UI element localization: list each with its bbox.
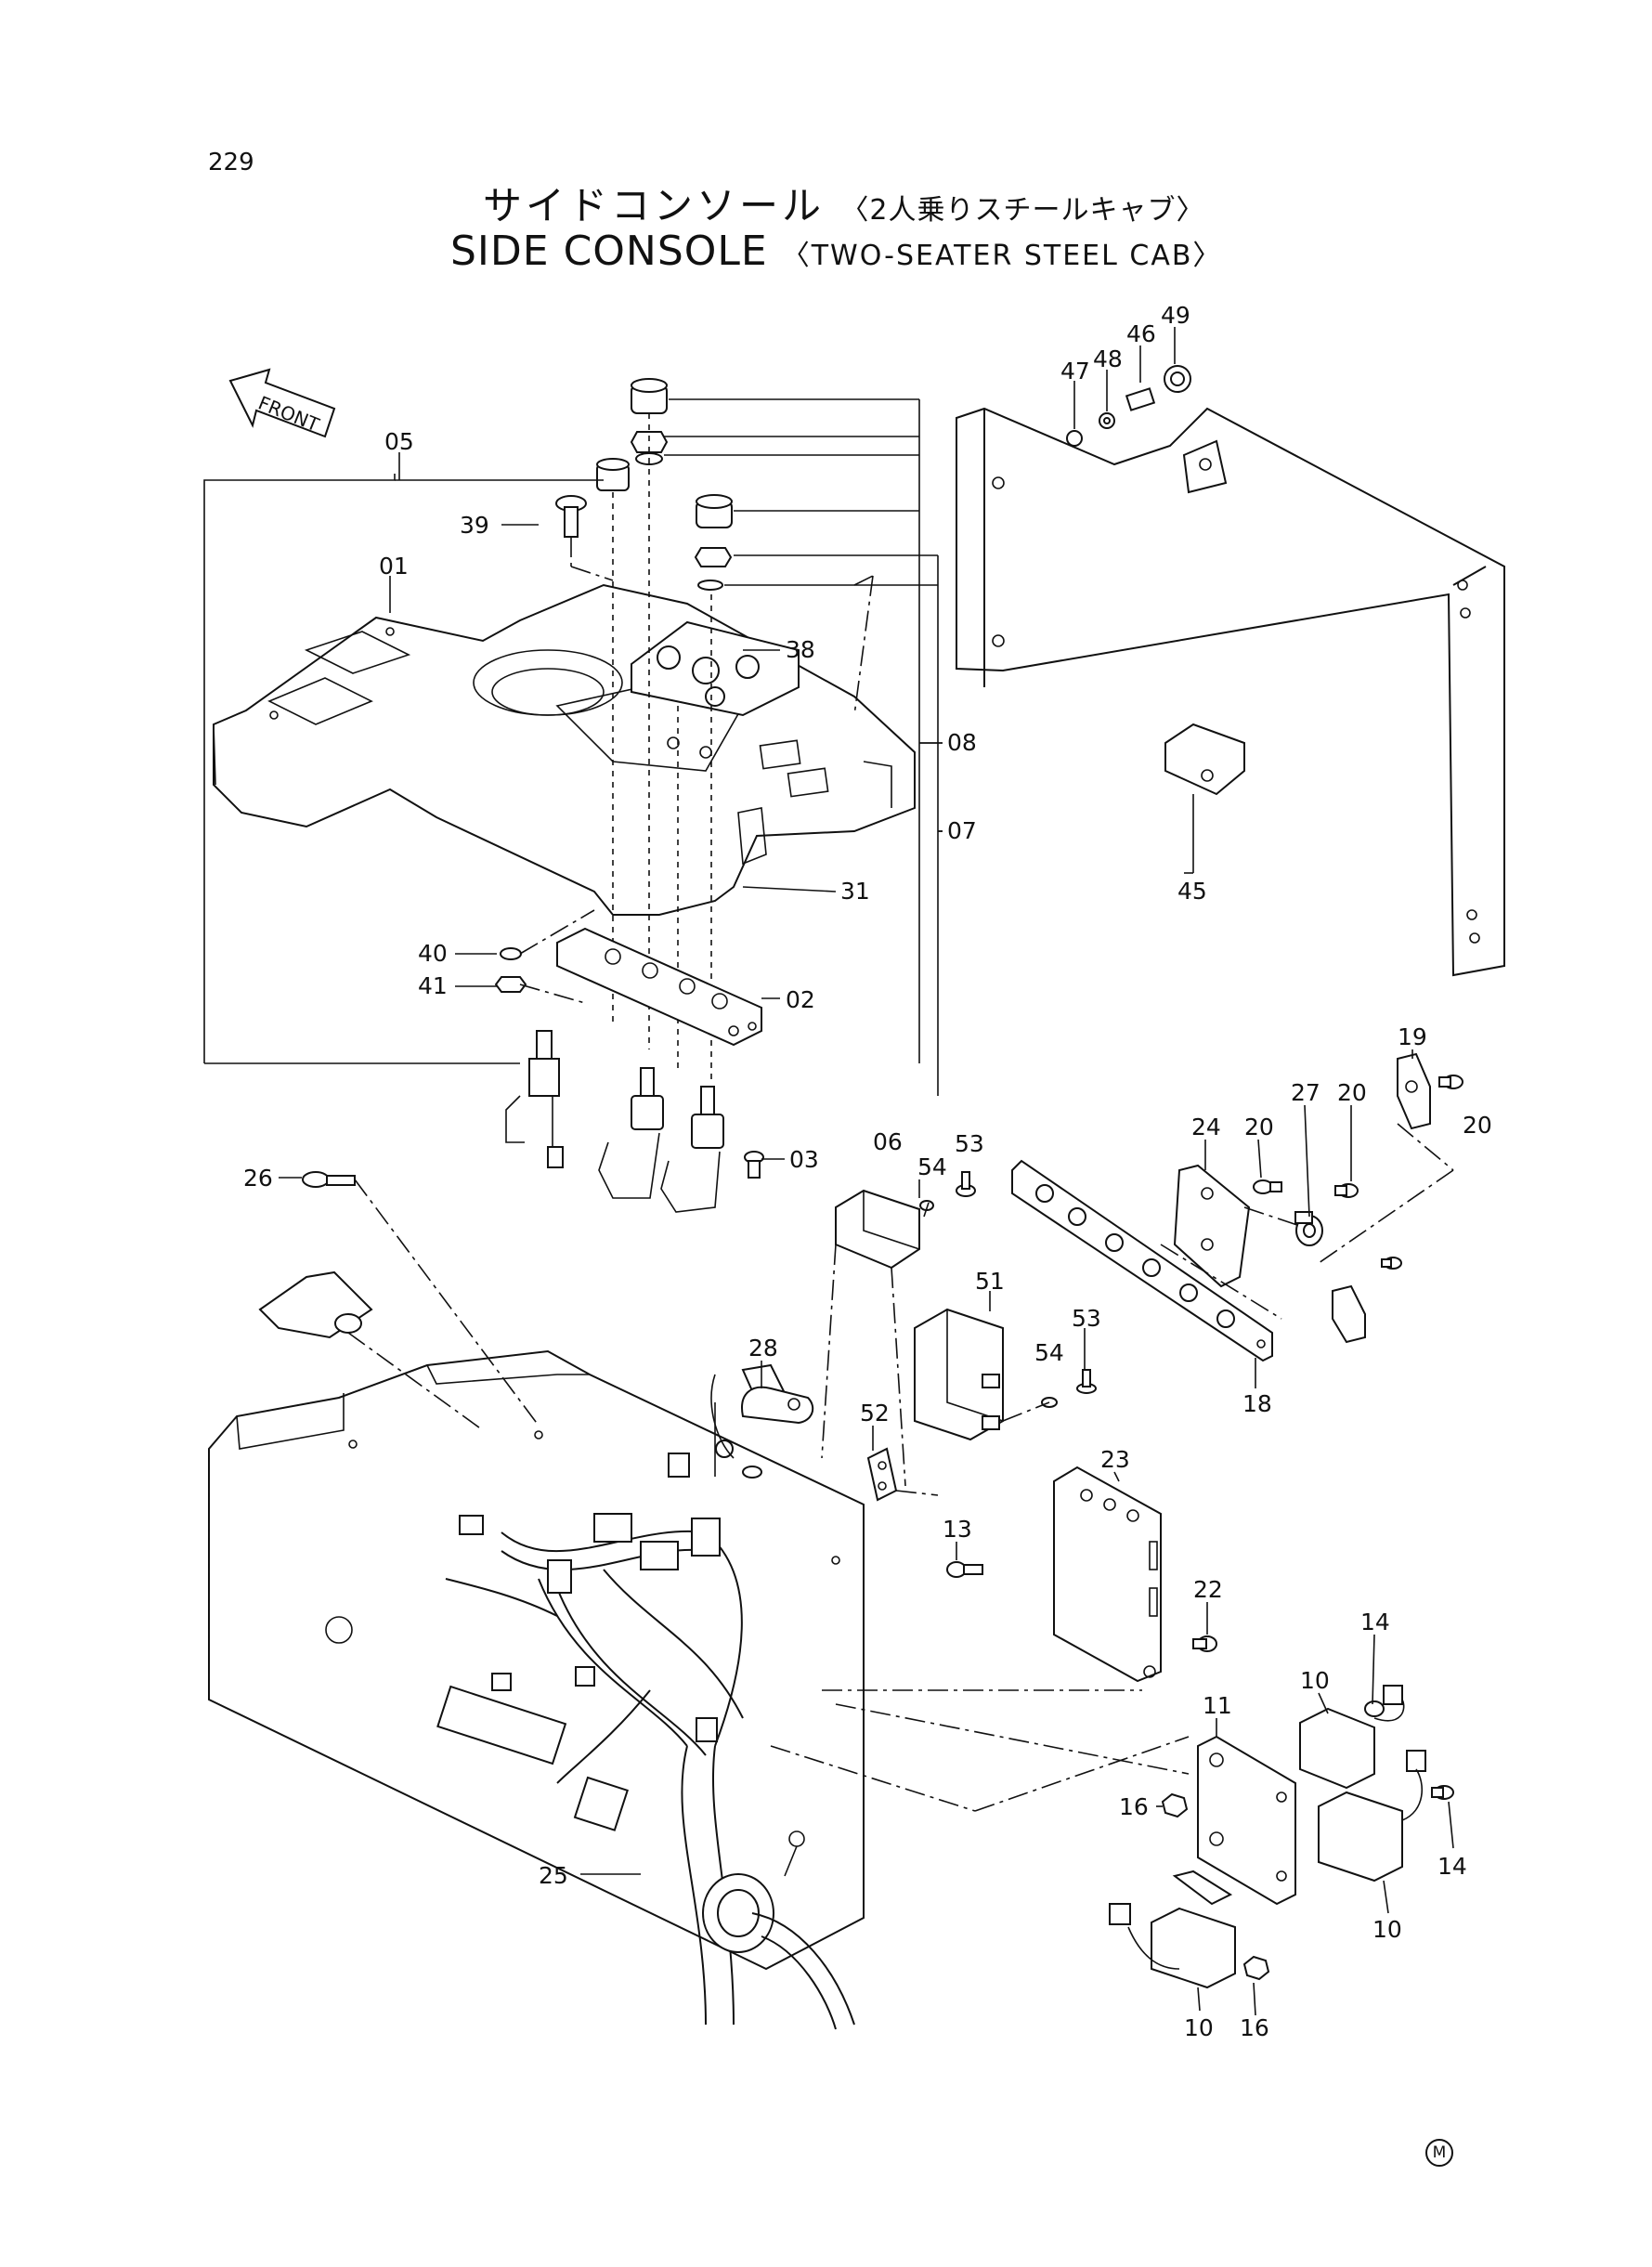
lead-lines-middle: [770, 1244, 1190, 1812]
washers-54: [1041, 1369, 1097, 1408]
clip-27: [1294, 1211, 1323, 1246]
callout-38: 38: [786, 636, 815, 663]
callout-53a: 53: [955, 1130, 984, 1157]
switch-middle: [598, 1067, 664, 1199]
callout-10a: 10: [1300, 1667, 1330, 1694]
callout-01: 01: [379, 553, 409, 580]
callout-49: 49: [1161, 302, 1190, 329]
callout-13: 13: [943, 1516, 972, 1543]
relay-10-bottom: [1109, 1870, 1236, 1989]
bolts-20: [1253, 1075, 1463, 1270]
callout-10c: 10: [1184, 2014, 1214, 2041]
callout-14a: 14: [1360, 1609, 1390, 1635]
callout-02: 02: [786, 986, 815, 1013]
title-jp-main: サイドコンソール: [483, 183, 826, 228]
screw-03: [744, 1151, 764, 1179]
callout-47: 47: [1060, 358, 1090, 384]
bracket-26: [258, 1171, 540, 1431]
page-number: 229: [208, 149, 254, 176]
callout-20b: 20: [1337, 1079, 1367, 1106]
plate-11: [1197, 1735, 1296, 1906]
callout-53b: 53: [1072, 1305, 1101, 1332]
callout-05: 05: [384, 428, 414, 455]
relay-10-right: [1318, 1750, 1454, 1883]
switch-right: [660, 1086, 724, 1213]
callout-20a: 20: [1244, 1114, 1274, 1140]
callout-54a: 54: [917, 1153, 947, 1180]
callout-labels: 05 39 01 38 08 07 31 40 41 02 03 26 06 5…: [243, 302, 1492, 2041]
callout-26: 26: [243, 1165, 273, 1192]
side-panel: [956, 407, 1505, 977]
marker-circle-m: M: [1425, 2139, 1453, 2167]
terminal-bar-18: [1011, 1159, 1273, 1362]
panel-fasteners: [1066, 327, 1191, 447]
wire-harness: [436, 1363, 855, 2030]
callout-45: 45: [1177, 878, 1207, 905]
title-english: SIDE CONSOLE 〈TWO-SEATER STEEL CAB〉: [450, 228, 1222, 275]
console-body: [208, 1349, 865, 1971]
bolt-13: [946, 1561, 983, 1578]
bolt-22: [1192, 1635, 1217, 1652]
callout-54b: 54: [1034, 1339, 1064, 1366]
callout-23: 23: [1100, 1446, 1130, 1473]
front-arrow-icon: FRONT: [228, 368, 336, 438]
callout-27: 27: [1291, 1079, 1320, 1106]
callout-07: 07: [947, 817, 977, 844]
title-en-sub: 〈TWO-SEATER STEEL CAB〉: [781, 240, 1223, 272]
callout-03: 03: [789, 1146, 819, 1173]
nuts-16: [1161, 1792, 1270, 1981]
callout-40: 40: [418, 940, 448, 967]
knob-stack-right: [694, 494, 733, 591]
callout-leaders: [279, 452, 1454, 2016]
title-japanese: サイドコンソール 〈2人乗りスチールキャブ〉: [483, 175, 1204, 231]
callout-24: 24: [1191, 1114, 1221, 1140]
callout-frame-05: [203, 474, 604, 1064]
callout-46: 46: [1126, 320, 1156, 347]
relay-10-top: [1299, 1685, 1405, 1790]
box-51: [914, 1308, 1004, 1441]
switch-plate: [631, 620, 800, 717]
lead-lines-right: [1160, 1123, 1454, 1320]
callout-11: 11: [1203, 1692, 1232, 1719]
callout-14b: 14: [1437, 1853, 1467, 1880]
callout-51: 51: [975, 1268, 1005, 1295]
callout-22: 22: [1193, 1576, 1223, 1603]
callout-16b: 16: [1240, 2014, 1269, 2041]
clip-28: [714, 1386, 814, 1479]
callout-31: 31: [840, 878, 870, 905]
plate-24: [1173, 1164, 1251, 1288]
callout-52: 52: [860, 1400, 890, 1427]
callout-19: 19: [1398, 1023, 1427, 1050]
switch-19: [1332, 1052, 1431, 1344]
console-top: [213, 583, 916, 916]
callout-08: 08: [947, 729, 977, 756]
callout-16a: 16: [1119, 1793, 1149, 1820]
bracket-02: [556, 927, 762, 1047]
relay-06: [835, 1171, 976, 1270]
callout-06: 06: [873, 1128, 903, 1155]
nut-washer-40-41: [494, 909, 595, 1004]
callout-10b: 10: [1372, 1916, 1402, 1943]
callout-48: 48: [1093, 345, 1123, 372]
callout-20c: 20: [1463, 1112, 1492, 1139]
callout-39: 39: [460, 512, 489, 539]
title-en-main: SIDE CONSOLE: [450, 228, 768, 275]
callout-18: 18: [1242, 1390, 1272, 1417]
switch-left: [505, 1030, 564, 1168]
bracket-45: [1164, 723, 1245, 796]
knob-stack-left: [596, 378, 669, 491]
clip-52: [866, 1447, 898, 1502]
screw-39: [555, 495, 614, 581]
callout-25: 25: [539, 1862, 568, 1889]
plate-23: [1053, 1466, 1162, 1683]
title-jp-sub: 〈2人乗りスチールキャブ〉: [840, 194, 1205, 227]
callout-28: 28: [748, 1335, 778, 1362]
callout-41: 41: [418, 972, 448, 999]
